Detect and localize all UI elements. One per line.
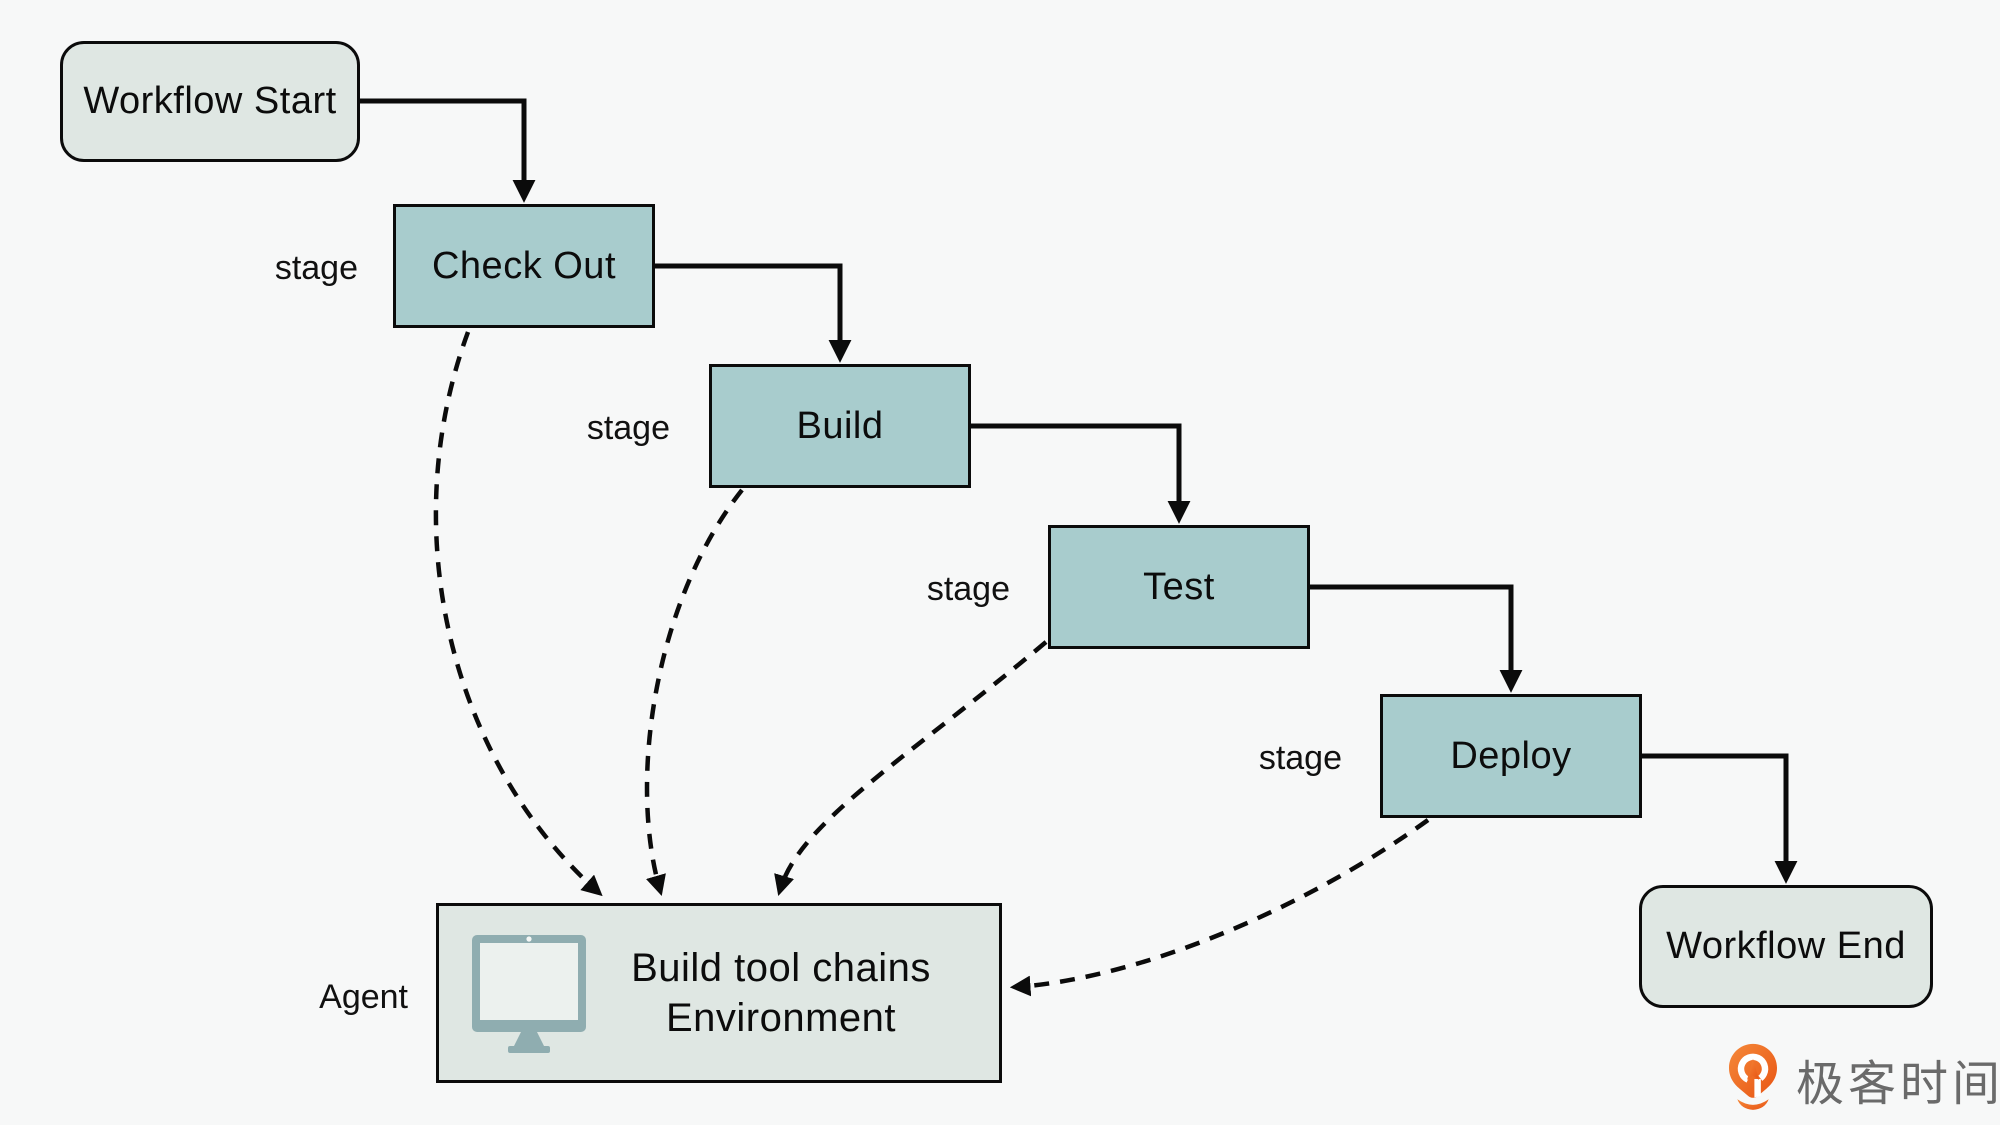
edge-build-to-agent xyxy=(644,488,744,896)
edge-checkout-to-agent xyxy=(433,331,603,897)
edge-checkout-to-build xyxy=(655,263,852,363)
node-deploy: Deploy xyxy=(1380,694,1642,818)
brand-logo-text: 极客时间 xyxy=(1796,1058,2000,1111)
node-workflow-end: Workflow End xyxy=(1639,885,1933,1008)
node-workflow-end-label: Workflow End xyxy=(1666,925,1906,967)
node-workflow-start-label: Workflow Start xyxy=(83,80,337,122)
stage-annotation-deploy: stage xyxy=(1258,739,1342,777)
node-check-out-label: Check Out xyxy=(431,244,617,287)
edge-build-to-test xyxy=(971,423,1191,524)
agent-label-line1: Build tool chains xyxy=(631,946,931,990)
node-test: Test xyxy=(1048,525,1310,649)
edge-deploy-to-agent xyxy=(1009,818,1430,997)
stage-annotation-test: stage xyxy=(926,570,1010,608)
node-build: Build xyxy=(709,364,971,488)
edge-test-to-agent xyxy=(774,640,1048,896)
monitor-icon xyxy=(472,935,586,1053)
stage-annotation-build: stage xyxy=(586,409,670,447)
node-workflow-start: Workflow Start xyxy=(60,41,360,162)
geektime-logo-icon xyxy=(1729,1043,1777,1110)
edge-start-to-checkout xyxy=(360,98,536,203)
edge-test-to-deploy xyxy=(1310,584,1523,693)
agent-label-line2: Environment xyxy=(665,996,897,1040)
agent-label: Build tool chains Environment xyxy=(587,943,975,1043)
node-check-out: Check Out xyxy=(393,204,655,328)
node-agent-environment: Build tool chains Environment xyxy=(436,903,1002,1083)
agent-annotation: Agent xyxy=(319,978,408,1016)
stage-annotation-checkout: stage xyxy=(274,249,358,287)
node-build-label: Build xyxy=(796,404,884,447)
node-test-label: Test xyxy=(1143,565,1215,608)
edge-deploy-to-end xyxy=(1642,753,1798,884)
brand-watermark: 极客时间 xyxy=(1724,1043,2000,1114)
node-deploy-label: Deploy xyxy=(1450,734,1572,777)
